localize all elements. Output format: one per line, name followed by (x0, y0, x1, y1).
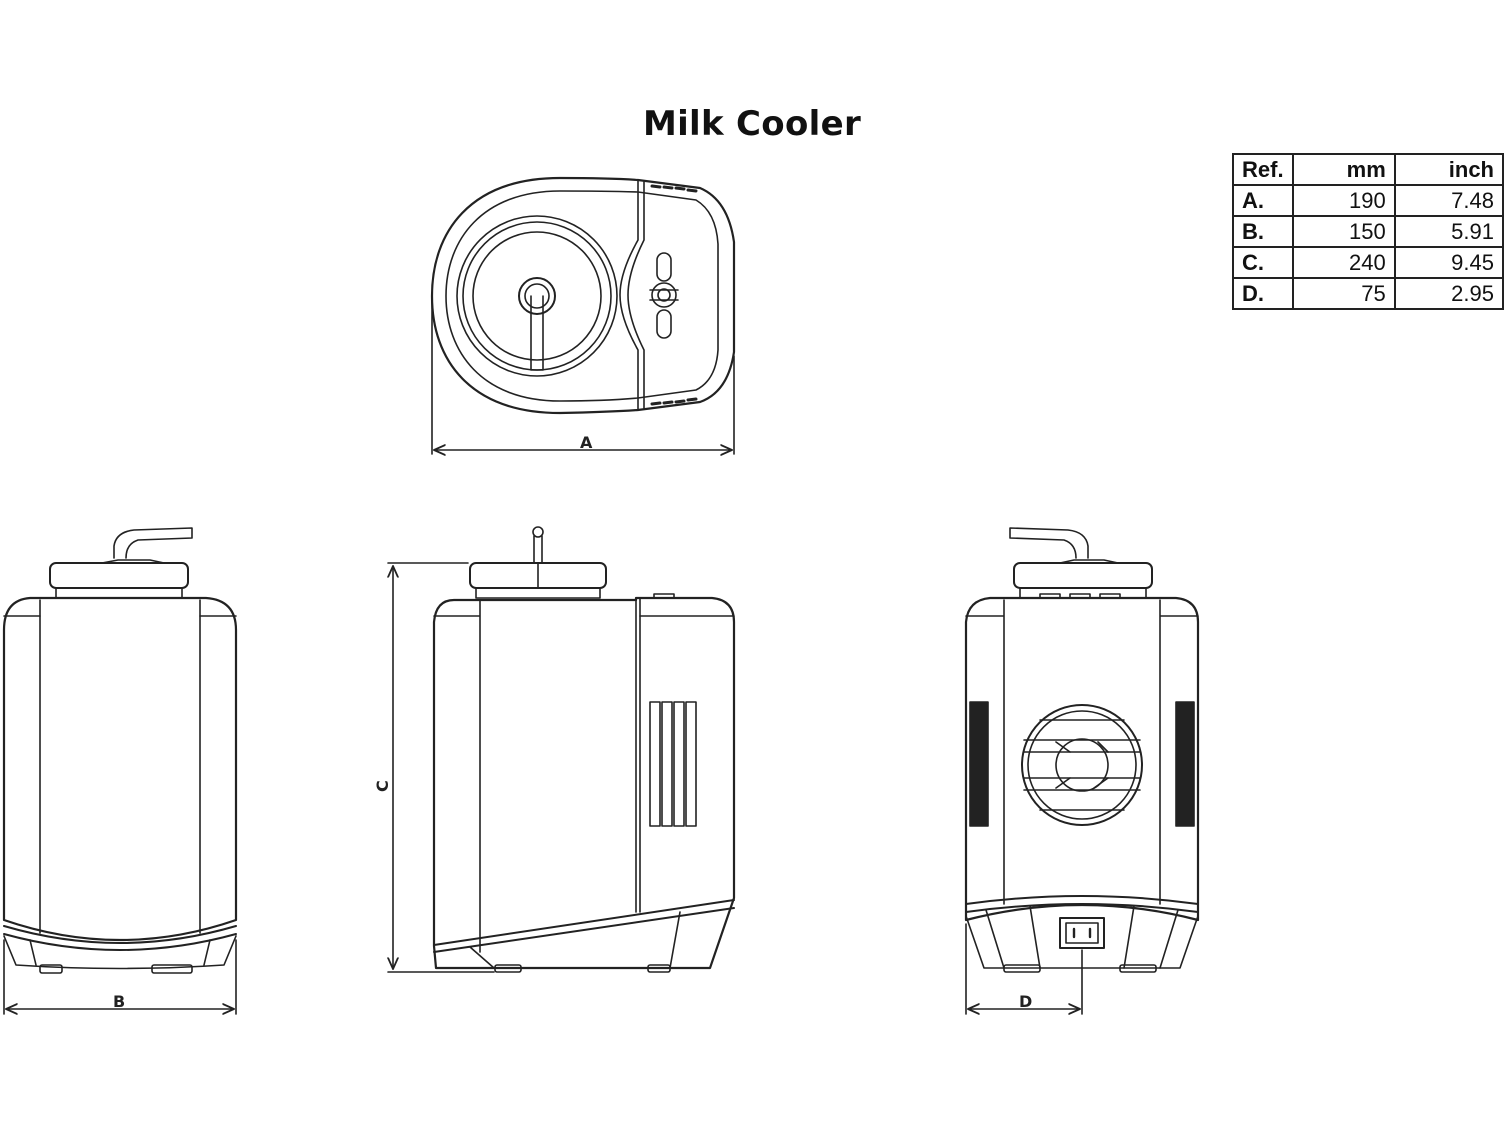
row-inch: 9.45 (1393, 246, 1504, 279)
row-inch: 5.91 (1393, 215, 1504, 248)
row-mm: 150 (1291, 215, 1396, 248)
table-row: D. 75 2.95 (1232, 277, 1504, 310)
row-inch: 7.48 (1393, 184, 1504, 217)
dimension-label-d: D (1019, 992, 1032, 1011)
row-ref: D. (1232, 277, 1294, 310)
row-mm: 75 (1291, 277, 1396, 310)
dimension-label-a: A (580, 433, 593, 452)
dimensions-table: Ref. mm inch A. 190 7.48 B. 150 5.91 C. … (1232, 153, 1504, 310)
top-view (430, 176, 736, 454)
header-ref: Ref. (1232, 153, 1294, 186)
dimension-label-b: B (113, 992, 125, 1011)
row-mm: 240 (1291, 246, 1396, 279)
side-view (388, 526, 736, 973)
table-row: C. 240 9.45 (1232, 246, 1504, 279)
top-vent-marks (650, 184, 698, 406)
fan-icon (1021, 704, 1143, 826)
row-inch: 2.95 (1393, 277, 1504, 310)
rear-view (964, 527, 1200, 1014)
front-view (2, 527, 238, 1014)
row-mm: 190 (1291, 184, 1396, 217)
header-mm: mm (1291, 153, 1396, 186)
side-vent-grille (649, 701, 697, 827)
power-socket-icon (1059, 917, 1105, 949)
table-header-row: Ref. mm inch (1232, 153, 1504, 186)
dimension-label-c: C (373, 780, 392, 792)
header-inch: inch (1393, 153, 1504, 186)
table-row: B. 150 5.91 (1232, 215, 1504, 248)
table-row: A. 190 7.48 (1232, 184, 1504, 217)
control-knob-icon (649, 252, 679, 339)
row-ref: B. (1232, 215, 1294, 248)
row-ref: A. (1232, 184, 1294, 217)
page-title: Milk Cooler (642, 104, 862, 144)
row-ref: C. (1232, 246, 1294, 279)
